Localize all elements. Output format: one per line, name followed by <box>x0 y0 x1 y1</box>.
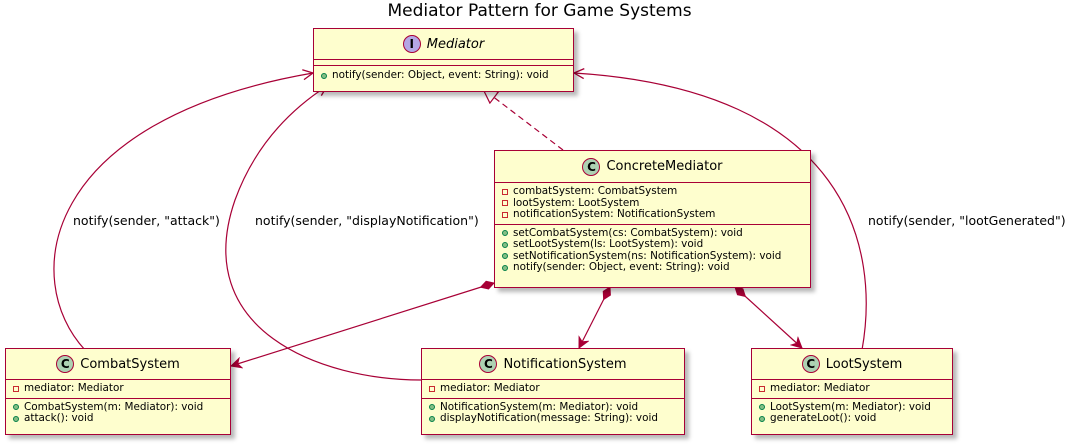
method-text: NotificationSystem(m: Mediator): void <box>440 400 639 413</box>
notification-system-fields: mediator: Mediator <box>422 380 684 399</box>
concrete-mediator-header: C ConcreteMediator <box>495 151 810 183</box>
method-text: CombatSystem(m: Mediator): void <box>24 400 204 413</box>
method-row: NotificationSystem(m: Mediator): void <box>429 400 678 414</box>
loot-system-fields: mediator: Mediator <box>752 380 952 399</box>
combat-system-methods: CombatSystem(m: Mediator): void attack()… <box>6 399 230 428</box>
combat-system-class-box: C CombatSystem mediator: Mediator Combat… <box>5 348 231 435</box>
method-text: notify(sender: Object, event: String): v… <box>332 69 549 81</box>
field-row: combatSystem: CombatSystem <box>502 185 804 198</box>
public-icon <box>759 415 765 422</box>
method-row: setLootSystem(ls: LootSystem): void <box>502 238 804 251</box>
mediator-name: Mediator <box>426 36 485 52</box>
method-text: generateLoot(): void <box>770 412 877 424</box>
class-icon: C <box>801 355 820 373</box>
private-icon <box>502 211 508 218</box>
field-row: mediator: Mediator <box>759 382 946 395</box>
diagram-title: Mediator Pattern for Game Systems <box>387 1 692 21</box>
field-text: notificationSystem: NotificationSystem <box>513 208 716 220</box>
private-icon <box>13 385 19 392</box>
field-text: mediator: Mediator <box>24 382 124 394</box>
field-row: mediator: Mediator <box>13 382 224 395</box>
mediator-header: I Mediator <box>314 29 573 60</box>
field-row: mediator: Mediator <box>429 382 678 395</box>
method-row: setCombatSystem(cs: CombatSystem): void <box>502 226 804 240</box>
field-text: lootSystem: LootSystem <box>513 196 640 209</box>
loot-system-header: C LootSystem <box>752 349 952 380</box>
loot-system-class-box: C LootSystem mediator: Mediator LootSyst… <box>751 348 953 435</box>
class-icon: C <box>56 355 75 373</box>
private-icon <box>759 385 765 392</box>
public-icon <box>502 264 508 271</box>
mediator-interface-box: I Mediator notify(sender: Object, event:… <box>313 28 574 92</box>
method-row: CombatSystem(m: Mediator): void <box>13 400 224 414</box>
method-text: attack(): void <box>24 412 94 424</box>
method-row: LootSystem(m: Mediator): void <box>759 400 946 414</box>
combat-system-name: CombatSystem <box>80 356 180 372</box>
field-row: notificationSystem: NotificationSystem <box>502 208 804 221</box>
public-icon <box>429 415 435 422</box>
edge-concrete-composes-combat <box>231 283 494 366</box>
field-text: combatSystem: CombatSystem <box>513 185 678 197</box>
notification-system-class-box: C NotificationSystem mediator: Mediator … <box>421 348 685 435</box>
public-icon <box>13 415 19 422</box>
public-icon <box>759 404 765 411</box>
method-row: generateLoot(): void <box>759 412 946 425</box>
edge-label-display-notification: notify(sender, "displayNotification") <box>255 213 479 228</box>
method-text: setLootSystem(ls: LootSystem): void <box>513 238 704 250</box>
field-text: mediator: Mediator <box>440 382 540 394</box>
edge-combat-to-mediator <box>53 73 313 351</box>
public-icon <box>502 230 508 237</box>
notification-system-header: C NotificationSystem <box>422 349 684 380</box>
method-row: notify(sender: Object, event: String): v… <box>321 69 567 82</box>
concrete-mediator-name: ConcreteMediator <box>606 159 723 174</box>
field-text: mediator: Mediator <box>770 382 870 394</box>
public-icon <box>502 253 508 260</box>
method-row: displayNotification(message: String): vo… <box>429 412 678 425</box>
public-icon <box>429 404 435 411</box>
private-icon <box>502 188 508 195</box>
method-row: notify(sender: Object, event: String): v… <box>502 261 804 274</box>
class-icon: C <box>582 157 601 176</box>
edge-concrete-composes-notification <box>578 287 610 348</box>
notification-system-methods: NotificationSystem(m: Mediator): void di… <box>422 399 684 428</box>
public-icon <box>502 241 508 248</box>
method-text: setNotificationSystem(ns: NotificationSy… <box>513 249 782 262</box>
method-row: attack(): void <box>13 412 224 425</box>
combat-system-fields: mediator: Mediator <box>6 380 230 399</box>
notification-system-name: NotificationSystem <box>503 356 627 372</box>
concrete-mediator-class-box: C ConcreteMediator combatSystem: CombatS… <box>494 150 811 288</box>
concrete-mediator-fields: combatSystem: CombatSystem lootSystem: L… <box>495 183 810 225</box>
edge-label-loot-generated: notify(sender, "lootGenerated") <box>868 213 1066 228</box>
private-icon <box>429 385 435 392</box>
combat-system-header: C CombatSystem <box>6 349 230 380</box>
edge-loot-to-mediator <box>574 73 867 351</box>
loot-system-methods: LootSystem(m: Mediator): void generateLo… <box>752 399 952 428</box>
mediator-methods: notify(sender: Object, event: String): v… <box>314 66 573 85</box>
public-icon <box>321 72 327 79</box>
method-text: displayNotification(message: String): vo… <box>440 412 658 424</box>
concrete-mediator-methods: setCombatSystem(cs: CombatSystem): void … <box>495 225 810 277</box>
method-text: LootSystem(m: Mediator): void <box>770 400 931 413</box>
field-row: lootSystem: LootSystem <box>502 196 804 210</box>
interface-icon: I <box>402 35 421 53</box>
edge-concrete-composes-loot <box>735 287 802 348</box>
edge-label-attack: notify(sender, "attack") <box>73 213 220 228</box>
public-icon <box>13 404 19 411</box>
method-text: setCombatSystem(cs: CombatSystem): void <box>513 226 743 239</box>
method-row: setNotificationSystem(ns: NotificationSy… <box>502 249 804 263</box>
edge-concrete-realizes-mediator <box>483 89 564 151</box>
mediator-divider <box>314 60 573 66</box>
class-icon: C <box>479 355 498 373</box>
method-text: notify(sender: Object, event: String): v… <box>513 261 730 273</box>
private-icon <box>502 200 508 207</box>
loot-system-name: LootSystem <box>825 356 903 372</box>
edge-notification-to-mediator <box>225 86 422 381</box>
